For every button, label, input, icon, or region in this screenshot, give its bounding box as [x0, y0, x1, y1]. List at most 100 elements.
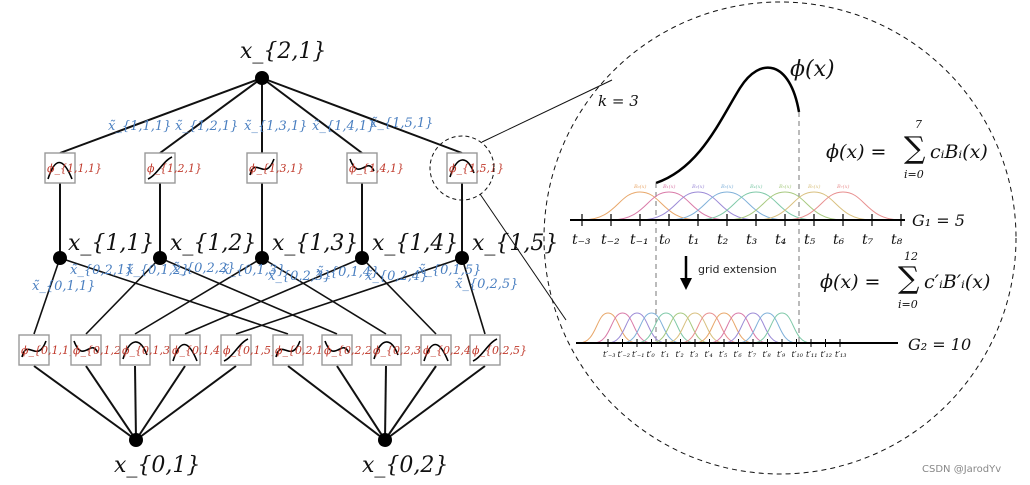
hidden-nodes — [53, 251, 469, 265]
coarse-basis-curve — [668, 191, 786, 221]
lower-activation-box: ϕ_{0,1,1} — [18, 334, 76, 366]
fine-basis-curve — [593, 312, 652, 344]
svg-text:∑: ∑ — [904, 131, 926, 166]
coarse-basis-label: B₆(x) — [807, 183, 820, 190]
top-node — [255, 71, 269, 85]
activation-label: ϕ_{0,2,3} — [373, 344, 428, 357]
fine-tick-label: t′₋₃ — [603, 350, 615, 359]
coarse-tick-label: t₇ — [862, 232, 874, 248]
lower-activation-box: ϕ_{0,1,4} — [169, 334, 227, 366]
upper-activation-box: ϕ_{1,4,1} — [346, 152, 404, 184]
coarse-basis-curve — [697, 191, 815, 221]
coarse-basis-label: B₇(x) — [836, 183, 849, 190]
svg-text:cᵢBᵢ(x): cᵢBᵢ(x) — [930, 141, 988, 163]
coarse-basis-label: B₃(x) — [720, 183, 733, 190]
equation-coarse: ϕ(x) = ∑ 7 i=0 cᵢBᵢ(x) — [826, 118, 988, 181]
lower-activation-box: ϕ_{0,1,2} — [70, 334, 128, 366]
svg-text:ϕ(x) =: ϕ(x) = — [826, 141, 886, 163]
lower-activation-box: ϕ_{0,2,1} — [272, 334, 330, 366]
fine-tick-label: t′₁₃ — [835, 350, 846, 359]
fine-tick-label: t′₄ — [705, 350, 713, 359]
top-node-label: x_{2,1} — [240, 39, 326, 64]
lower-edge-label: x̃_{0,1,5} — [418, 263, 481, 278]
fine-basis-curve — [694, 312, 754, 344]
fine-basis-curve — [622, 312, 681, 344]
fine-tick-label: t′₃ — [690, 350, 698, 359]
fine-basis-functions — [578, 312, 812, 344]
fine-tick-label: t′₈ — [763, 350, 772, 359]
fine-tick-label: t′₀ — [647, 350, 656, 359]
lower-edge-label: x̃_{0,2,2} — [172, 261, 235, 276]
upper-activation-boxes: ϕ_{1,1,1}ϕ_{1,2,1}ϕ_{1,3,1}ϕ_{1,4,1}ϕ_{1… — [44, 152, 504, 184]
coarse-basis-curve — [784, 191, 902, 221]
lower-activation-box: ϕ_{0,2,2} — [321, 334, 379, 366]
upper-edge-label: x̃_{1,1,1} — [108, 119, 171, 134]
activation-label: ϕ_{0,2,5} — [472, 344, 527, 357]
hidden-node-label: x_{1,3} — [272, 231, 358, 256]
coarse-basis-label: B₀(x) — [633, 183, 646, 190]
coarse-tick-label: t₄ — [775, 232, 787, 248]
svg-text:grid extension: grid extension — [698, 263, 777, 276]
activation-label: ϕ_{1,5,1} — [449, 162, 504, 175]
fine-tick-label: t′₁ — [661, 350, 669, 359]
svg-text:ϕ(x) =: ϕ(x) = — [820, 271, 880, 293]
input-edges — [33, 365, 486, 441]
kan-network: ϕ_{1,1,1}ϕ_{1,2,1}ϕ_{1,3,1}ϕ_{1,4,1}ϕ_{1… — [18, 39, 558, 478]
svg-text:12: 12 — [904, 250, 918, 263]
fine-basis-curve — [709, 312, 768, 344]
svg-text:7: 7 — [915, 118, 922, 131]
lower-edge-label: x̃_{0,1,3} — [222, 263, 285, 278]
activation-label: ϕ_{0,1,1} — [21, 344, 76, 357]
lower-activation-box: ϕ_{0,1,3} — [119, 334, 177, 366]
fine-basis-curve — [738, 312, 797, 344]
fine-basis-curve — [607, 312, 667, 344]
hidden-node-label: x_{1,4} — [372, 231, 458, 256]
zoom-panel: k = 3 ϕ(x) B₀(x)B₁(x)B₂(x)B₃(x)B₄(x)B₅(x… — [543, 1, 1017, 475]
activation-label: ϕ_{0,1,4} — [172, 344, 227, 357]
phi-spline-curve — [655, 66, 801, 185]
fine-tick-label: t′₂ — [676, 350, 684, 359]
lower-edge-label: x̃_{0,2,5} — [455, 277, 518, 292]
g2-label: G₂ = 10 — [908, 335, 971, 354]
coarse-basis-label: B₁(x) — [662, 183, 675, 190]
upper-edge-label: x̃_{1,3,1} — [244, 119, 307, 134]
g1-label: G₁ = 5 — [912, 211, 965, 230]
coarse-tick-label: t₃ — [746, 232, 758, 248]
coarse-basis-curve — [755, 191, 873, 221]
coarse-basis-label: B₅(x) — [778, 183, 791, 190]
coarse-basis-functions: B₀(x)B₁(x)B₂(x)B₃(x)B₄(x)B₅(x)B₆(x)B₇(x) — [581, 183, 902, 221]
activation-label: ϕ_{0,1,2} — [73, 344, 128, 357]
k-label: k = 3 — [598, 92, 639, 110]
input-node-label: x_{0,2} — [362, 453, 448, 478]
fine-basis-curve — [651, 312, 710, 344]
fine-tick-label: t′₆ — [734, 350, 743, 359]
coarse-tick-label: t₂ — [717, 232, 729, 248]
upper-activation-box: ϕ_{1,3,1} — [246, 152, 304, 184]
fine-basis-curve — [752, 312, 812, 344]
activation-label: ϕ_{1,3,1} — [249, 162, 304, 175]
fine-tick-label: t′₋₁ — [632, 350, 644, 359]
fine-tick-label: t′₋₂ — [618, 350, 630, 359]
fine-tick-label: t′₅ — [719, 350, 728, 359]
coarse-basis-label: B₂(x) — [691, 183, 704, 190]
upper-edge-label: x̃_{1,5,1} — [370, 116, 433, 131]
fine-tick-label: t′₁₀ — [792, 350, 804, 359]
fine-tick-label: t′₇ — [748, 350, 757, 359]
coarse-tick-label: t₋₁ — [630, 232, 649, 248]
activation-label: ϕ_{1,4,1} — [349, 162, 404, 175]
fine-basis-curve — [665, 312, 725, 344]
fine-basis-curve — [680, 312, 739, 344]
input-nodes — [129, 433, 392, 447]
fine-tick-label: t′₉ — [777, 350, 786, 359]
lower-activation-box: ϕ_{0,2,5} — [469, 334, 527, 366]
hidden-node-label: x_{1,2} — [170, 231, 256, 256]
svg-text:∑: ∑ — [898, 261, 920, 296]
lower-edge-label: x̃_{0,1,1} — [32, 279, 95, 294]
hidden-node-label: x_{1,5} — [472, 231, 558, 256]
top-edges — [59, 77, 463, 258]
watermark: CSDN @JarodYv — [922, 464, 1001, 475]
activation-label: ϕ_{1,1,1} — [47, 162, 102, 175]
upper-edge-label: x̃_{1,2,1} — [175, 119, 238, 134]
